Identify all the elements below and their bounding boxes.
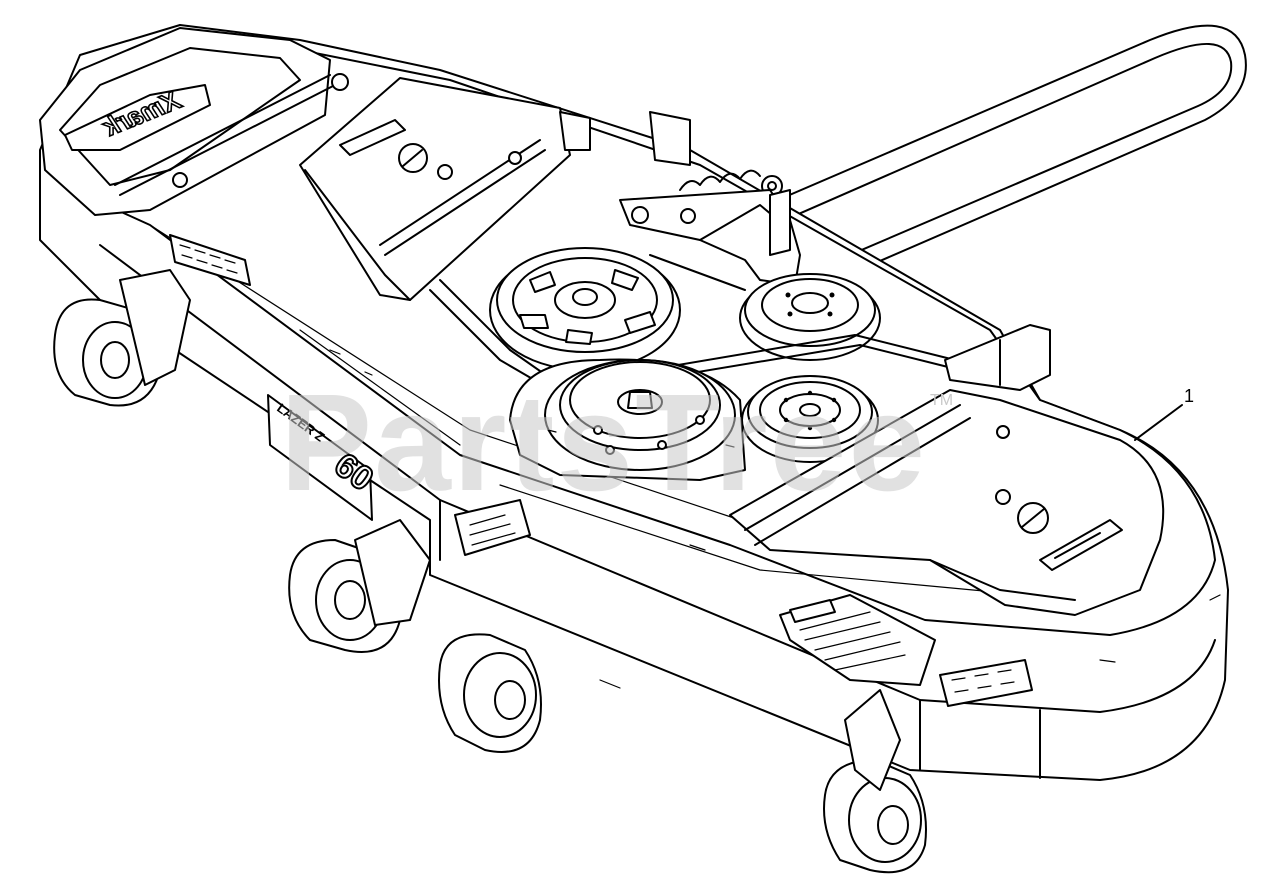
callout-1-label: 1: [1184, 386, 1194, 406]
safety-decal-right: [939, 659, 1033, 707]
wheel-front-right: [823, 689, 927, 874]
safety-decal-center: [454, 499, 531, 556]
callout-1-leader: [1134, 404, 1183, 441]
safety-decal-left: [169, 234, 251, 286]
right-deck-bracket: [944, 324, 1051, 391]
drive-belt: [649, 24, 1247, 301]
left-spindle-pulley: [509, 358, 746, 481]
callout-1: 1: [1134, 386, 1194, 441]
left-belt-cover: [299, 77, 571, 301]
wheel-rear-left: [53, 269, 191, 407]
idler-arm-assembly: [559, 111, 801, 286]
watermark-text: PartsTree: [280, 366, 927, 520]
wheel-mid-left: [288, 519, 431, 653]
belt-routing-decal: [779, 594, 936, 686]
watermark: PartsTree TM: [280, 366, 953, 520]
left-discharge-shield: Xmark: [39, 27, 349, 216]
right-spindle-pulley: [741, 375, 879, 463]
wheel-front-left: [438, 633, 542, 753]
center-spindle-pulley: [489, 247, 681, 371]
idler-pulley: [739, 273, 881, 361]
watermark-trademark: TM: [930, 392, 953, 409]
right-belt-cover: [729, 389, 1165, 616]
